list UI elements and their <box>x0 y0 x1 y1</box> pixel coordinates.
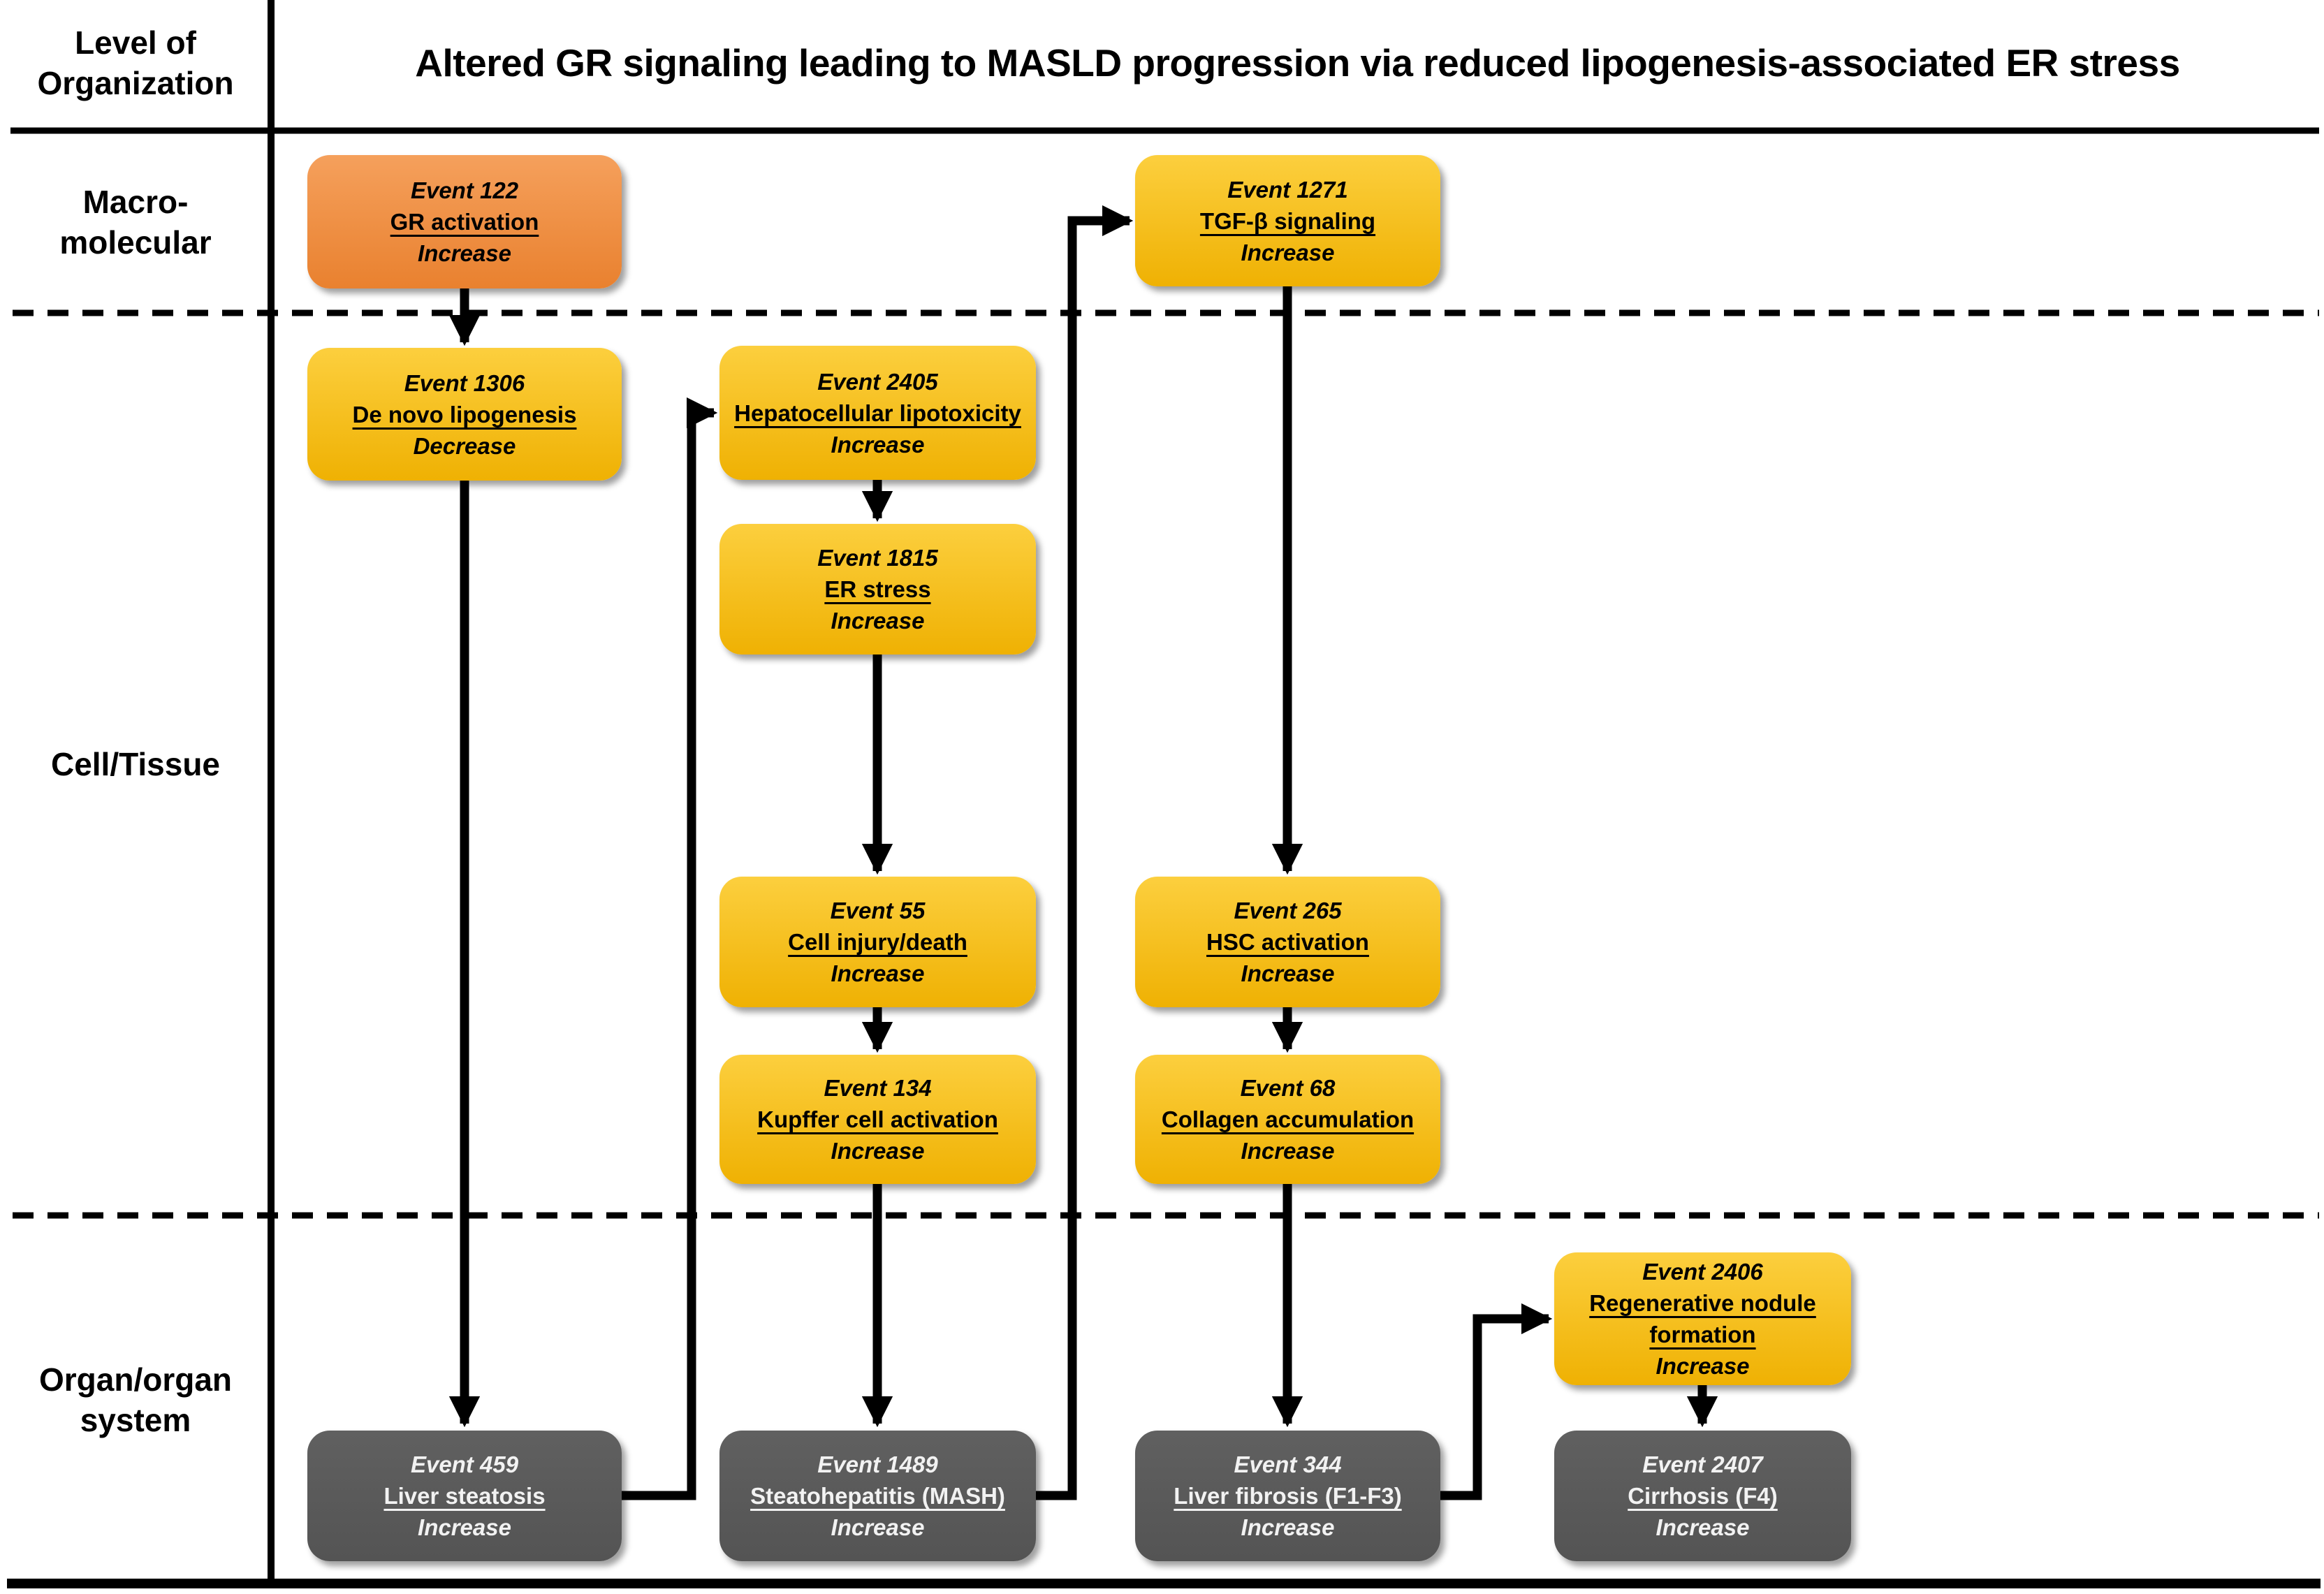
event-id: Event 1815 <box>817 545 938 571</box>
event-id: Event 265 <box>1234 898 1342 923</box>
event-name: Regenerative nodule formation <box>1589 1290 1816 1347</box>
event-box-265: Event 265 HSC activation Increase <box>1135 877 1440 1007</box>
event-id: Event 134 <box>824 1075 932 1101</box>
level-label-celltissue: Cell/Tissue <box>0 313 271 1215</box>
level-of-organization-header: Level of Organization <box>0 0 271 126</box>
event-box-2406: Event 2406 Regenerative nodule formation… <box>1554 1252 1851 1385</box>
event-direction: Increase <box>831 1514 925 1540</box>
event-id: Event 344 <box>1234 1452 1342 1477</box>
pathway-title: Altered GR signaling leading to MASLD pr… <box>415 41 2180 85</box>
event-direction: Increase <box>1656 1353 1750 1379</box>
event-box-344: Event 344 Liver fibrosis (F1-F3) Increas… <box>1135 1431 1440 1561</box>
event-name: Collagen accumulation <box>1161 1106 1415 1132</box>
event-name: ER stress <box>824 576 931 602</box>
arrow-event459-to-event2405 <box>622 397 718 1500</box>
event-box-459: Event 459 Liver steatosis Increase <box>307 1431 622 1561</box>
event-direction: Increase <box>418 1514 511 1540</box>
event-direction: Increase <box>831 431 925 458</box>
event-name: Cell injury/death <box>788 929 967 955</box>
event-direction: Increase <box>831 1138 925 1164</box>
event-name: Kupffer cell activation <box>757 1106 998 1132</box>
event-name: HSC activation <box>1206 929 1369 955</box>
level-label-line: molecular <box>59 224 212 261</box>
event-box-2407: Event 2407 Cirrhosis (F4) Increase <box>1554 1431 1851 1561</box>
event-id: Event 2406 <box>1642 1259 1763 1285</box>
event-direction: Increase <box>1241 1138 1335 1164</box>
event-box-122: Event 122 GR activation Increase <box>307 155 622 288</box>
event-box-134: Event 134 Kupffer cell activation Increa… <box>719 1055 1036 1184</box>
event-direction: Increase <box>1241 239 1335 265</box>
event-direction: Increase <box>831 960 925 986</box>
event-box-1306: Event 1306 De novo lipogenesis Decrease <box>307 348 622 481</box>
level-label-line: Macro- <box>82 183 189 220</box>
event-box-55: Event 55 Cell injury/death Increase <box>719 877 1036 1007</box>
event-name: Liver fibrosis (F1-F3) <box>1174 1483 1402 1509</box>
event-box-2405: Event 2405 Hepatocellular lipotoxicity I… <box>719 346 1036 480</box>
event-box-68: Event 68 Collagen accumulation Increase <box>1135 1055 1440 1184</box>
event-id: Event 68 <box>1240 1075 1336 1101</box>
level-header-line1: Level of <box>75 24 196 61</box>
event-name: Cirrhosis (F4) <box>1628 1483 1778 1509</box>
event-direction: Increase <box>831 608 925 634</box>
event-id: Event 1489 <box>817 1452 938 1477</box>
arrow-event1489-to-event1271 <box>1036 205 1134 1500</box>
event-id: Event 122 <box>410 177 519 203</box>
arrow-event344-to-event2406 <box>1440 1303 1553 1500</box>
event-direction: Increase <box>1241 1514 1335 1540</box>
level-label-line: system <box>80 1402 191 1438</box>
event-box-1489: Event 1489 Steatohepatitis (MASH) Increa… <box>719 1431 1036 1561</box>
level-label-macromolecular: Macro- molecular <box>0 131 271 313</box>
level-label-line: Organ/organ <box>38 1361 233 1398</box>
event-box-1271: Event 1271 TGF-β signaling Increase <box>1135 155 1440 286</box>
event-name: Liver steatosis <box>383 1483 546 1509</box>
event-direction: Increase <box>1656 1514 1750 1540</box>
level-label-line: Cell/Tissue <box>50 746 221 782</box>
event-name: GR activation <box>390 209 539 235</box>
event-name: TGF-β signaling <box>1199 207 1376 234</box>
event-id: Event 1271 <box>1227 176 1348 203</box>
event-id: Event 2407 <box>1642 1452 1763 1477</box>
event-id: Event 55 <box>830 898 926 923</box>
event-direction: Decrease <box>413 432 516 459</box>
event-box-1815: Event 1815 ER stress Increase <box>719 524 1036 655</box>
event-name: De novo lipogenesis <box>352 401 577 427</box>
level-label-organ: Organ/organ system <box>0 1215 271 1584</box>
event-name: Hepatocellular lipotoxicity <box>734 400 1021 426</box>
event-id: Event 1306 <box>404 370 525 396</box>
event-id: Event 2405 <box>817 368 938 395</box>
event-id: Event 459 <box>410 1452 519 1477</box>
event-direction: Increase <box>418 240 511 266</box>
level-header-line2: Organization <box>37 65 234 101</box>
event-name: Steatohepatitis (MASH) <box>750 1483 1005 1509</box>
event-direction: Increase <box>1241 960 1335 986</box>
